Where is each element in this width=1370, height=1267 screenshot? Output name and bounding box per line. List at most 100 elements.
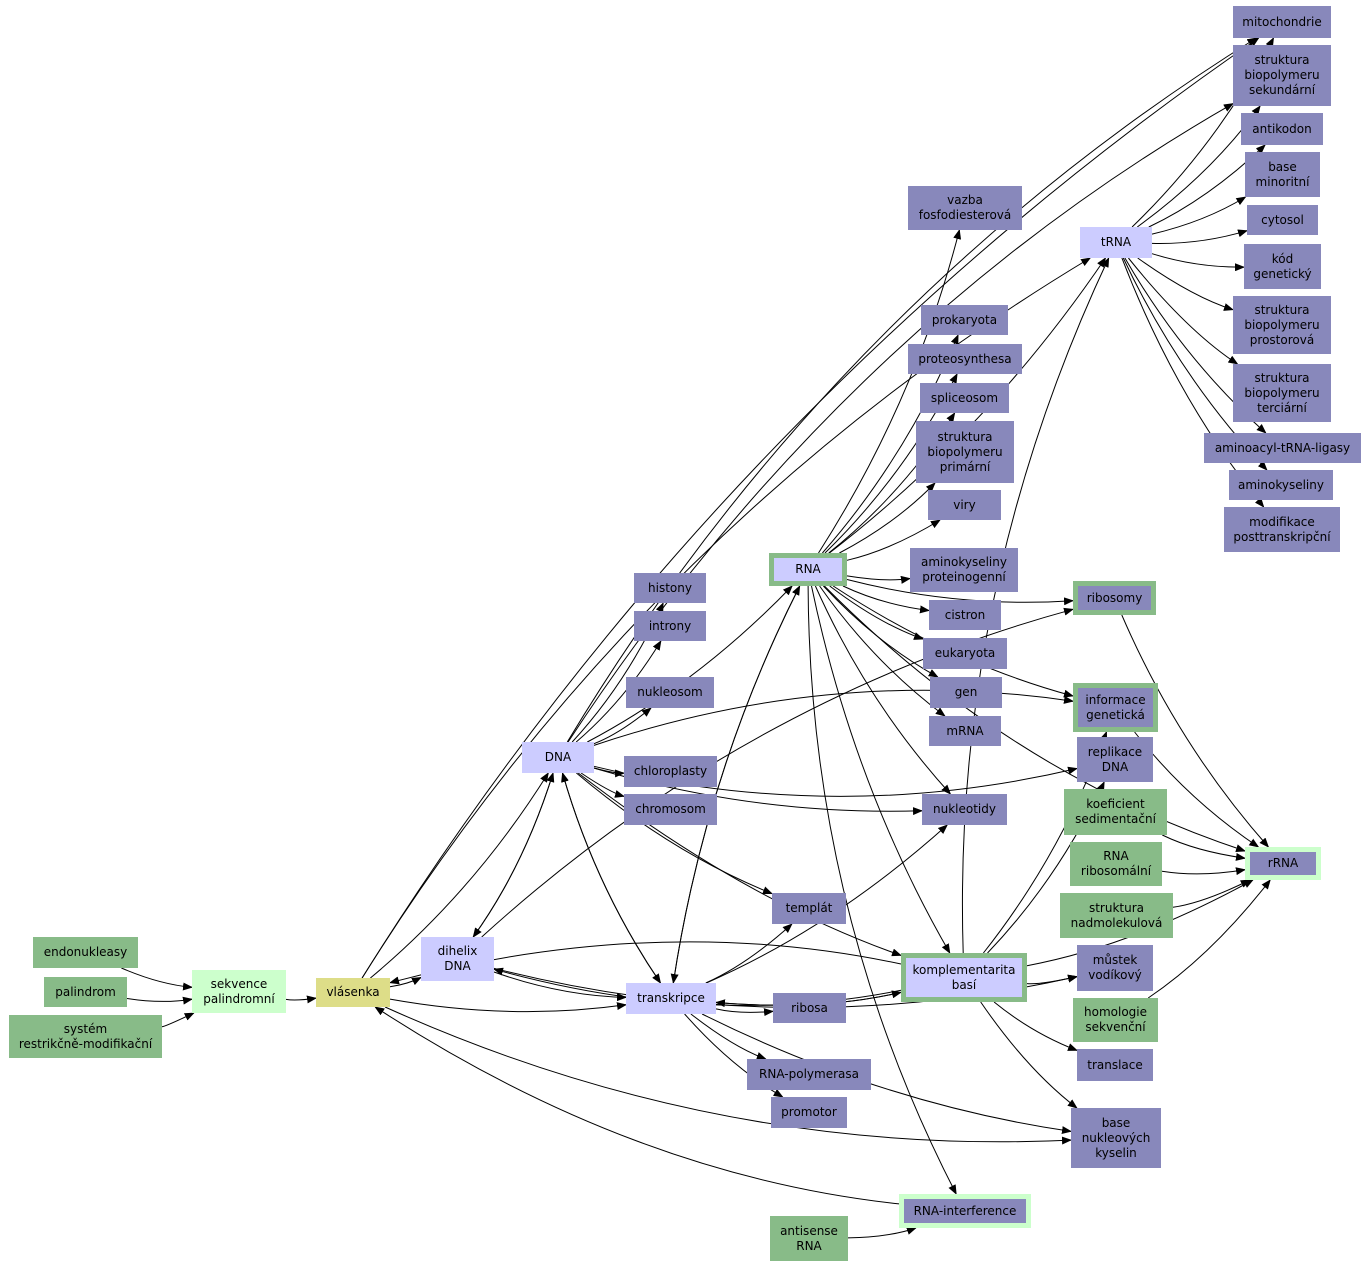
node-chloroplasty[interactable]: chloroplasty (624, 756, 717, 787)
node-antikodon[interactable]: antikodon (1241, 113, 1323, 145)
edge-system-to-sekvence (161, 1012, 195, 1028)
node-system[interactable]: systém restrikčně-modifikační (9, 1015, 162, 1058)
edge-dna-to-struktura-sek (567, 103, 1234, 743)
edge-rna-to-viry (846, 519, 941, 561)
node-struktura-prost[interactable]: struktura biopolymeru prostorová (1233, 296, 1331, 354)
edge-rna-to-komplementarita (811, 585, 951, 954)
edge-koeficient-to-rrna (1162, 834, 1246, 861)
node-replikace[interactable]: replikace DNA (1077, 737, 1153, 782)
node-ribosomy[interactable]: ribosomy (1073, 581, 1156, 615)
edge-vlasenka-to-dihelix (389, 977, 422, 988)
node-nukleosom[interactable]: nukleosom (626, 677, 714, 708)
node-cistron[interactable]: cistron (929, 600, 1001, 630)
edge-dna-to-introny (575, 640, 662, 743)
node-ribosa[interactable]: ribosa (773, 993, 846, 1023)
node-mustek[interactable]: můstek vodíkový (1077, 945, 1153, 991)
edge-dna-to-nukleosom (593, 707, 652, 745)
node-vlasenka[interactable]: vlásenka (316, 978, 390, 1007)
node-spliceosom[interactable]: spliceosom (920, 383, 1009, 413)
node-trna[interactable]: tRNA (1080, 227, 1152, 258)
node-promotor[interactable]: promotor (771, 1097, 847, 1128)
node-kod[interactable]: kód genetický (1244, 244, 1321, 289)
edge-rna-to-aminok-prot (846, 575, 911, 584)
node-introny[interactable]: introny (634, 611, 706, 641)
node-dihelix[interactable]: dihelix DNA (421, 937, 494, 981)
node-informace[interactable]: informace genetická (1073, 683, 1158, 732)
node-rna-interference[interactable]: RNA-interference (899, 1194, 1031, 1228)
edge-trna-to-kod (1151, 253, 1245, 272)
edge-komplementarita-to-mustek (1026, 974, 1078, 985)
edge-dna-to-rna (587, 585, 793, 743)
edge-komplementarita-to-trna (961, 257, 1110, 954)
node-homologie[interactable]: homologie sekvenční (1073, 998, 1158, 1042)
edge-dna-to-informace (593, 689, 1074, 746)
edge-dihelix-to-transkripce (493, 971, 627, 1002)
node-translace[interactable]: translace (1077, 1049, 1153, 1081)
node-struktura-prim[interactable]: struktura biopolymeru primární (916, 421, 1014, 483)
node-templat[interactable]: templát (772, 893, 846, 924)
node-aminokyseliny[interactable]: aminokyseliny (1229, 470, 1333, 500)
node-label: rRNA (1250, 852, 1316, 875)
node-mrna[interactable]: mRNA (929, 716, 1001, 746)
edge-trna-to-cytosol (1151, 229, 1248, 244)
node-palindrom[interactable]: palindrom (44, 977, 127, 1007)
node-label: ribosomy (1078, 586, 1151, 610)
edge-transkripce-to-ribosa (715, 1008, 774, 1017)
edge-vlasenka-to-transkripce (389, 998, 627, 1013)
node-prokaryota[interactable]: prokaryota (921, 305, 1008, 335)
node-komplementarita[interactable]: komplementarita basí (901, 953, 1027, 1002)
node-label: RNA-interference (904, 1199, 1026, 1223)
node-mitochondrie[interactable]: mitochondrie (1233, 6, 1331, 38)
edge-transkripce-to-rna-polymerasa (690, 1013, 767, 1060)
node-aminok-prot[interactable]: aminokyseliny proteinogenní (910, 548, 1018, 592)
node-viry[interactable]: viry (928, 490, 1001, 520)
node-endonukleasy[interactable]: endonukleasy (33, 937, 138, 968)
node-nadmolek[interactable]: struktura nadmolekulová (1060, 893, 1173, 938)
edge-sekvence-to-vlasenka (285, 995, 317, 1004)
node-rna-ribo[interactable]: RNA ribosomální (1070, 842, 1162, 886)
edge-vlasenka-to-mitochondrie (361, 37, 1260, 979)
edge-trna-to-struktura-terc (1128, 257, 1239, 365)
edge-endonukleasy-to-sekvence (121, 967, 193, 991)
edge-vlasenka-to-dna (370, 772, 549, 979)
edge-ribosomy-to-rrna (1121, 614, 1270, 848)
node-struktura-sek[interactable]: struktura biopolymeru sekundární (1233, 45, 1331, 106)
edge-transkripce-to-templat (705, 923, 793, 984)
edge-dihelix-to-dna (472, 772, 555, 938)
edge-rna-to-gen (823, 585, 939, 678)
edge-rna-interference-to-vlasenka (374, 1006, 900, 1205)
node-base-minor[interactable]: base minoritní (1245, 152, 1320, 197)
edge-rna-to-rrna (824, 585, 1246, 852)
node-chromosom[interactable]: chromosom (624, 794, 717, 825)
edge-dna-to-templat (576, 772, 773, 895)
edge-rna-to-nukleotidy (814, 585, 952, 795)
edge-rna-to-trna (829, 257, 1107, 554)
node-antisense[interactable]: antisense RNA (770, 1216, 848, 1261)
edge-rna-to-cistron (842, 585, 930, 614)
node-transkripce[interactable]: transkripce (626, 983, 716, 1014)
node-histony[interactable]: histony (634, 573, 706, 603)
edge-vlasenka-to-base-nukl (384, 1006, 1072, 1145)
node-modifikace[interactable]: modifikace posttranskripční (1224, 507, 1340, 552)
node-nukleotidy[interactable]: nukleotidy (922, 794, 1007, 825)
node-rrna[interactable]: rRNA (1245, 847, 1321, 880)
node-rna-polymerasa[interactable]: RNA-polymerasa (747, 1059, 871, 1090)
node-proteosynthesa[interactable]: proteosynthesa (908, 344, 1022, 374)
node-gen[interactable]: gen (930, 677, 1002, 708)
node-rna[interactable]: RNA (769, 553, 847, 586)
edge-dihelix-to-ribosomy (481, 607, 1074, 938)
node-ligasy[interactable]: aminoacyl-tRNA-ligasy (1204, 433, 1361, 463)
node-struktura-terc[interactable]: struktura biopolymeru terciární (1233, 364, 1331, 422)
edge-dna-to-dihelix (472, 772, 554, 938)
node-sekvence[interactable]: sekvence palindromní (192, 970, 286, 1013)
edge-komplementarita-to-translace (993, 1001, 1078, 1051)
edge-komplementarita-to-base-nukl (980, 1001, 1078, 1109)
node-cytosol[interactable]: cytosol (1247, 205, 1318, 235)
node-eukaryota[interactable]: eukaryota (923, 638, 1007, 669)
node-base-nukl[interactable]: base nukleových kyselin (1071, 1108, 1161, 1168)
node-koeficient[interactable]: koeficient sedimentační (1064, 789, 1167, 835)
node-dna[interactable]: DNA (522, 742, 594, 773)
edge-trna-to-struktura-prost (1137, 257, 1234, 311)
node-vazba[interactable]: vazba fosfodiesterová (908, 186, 1022, 230)
